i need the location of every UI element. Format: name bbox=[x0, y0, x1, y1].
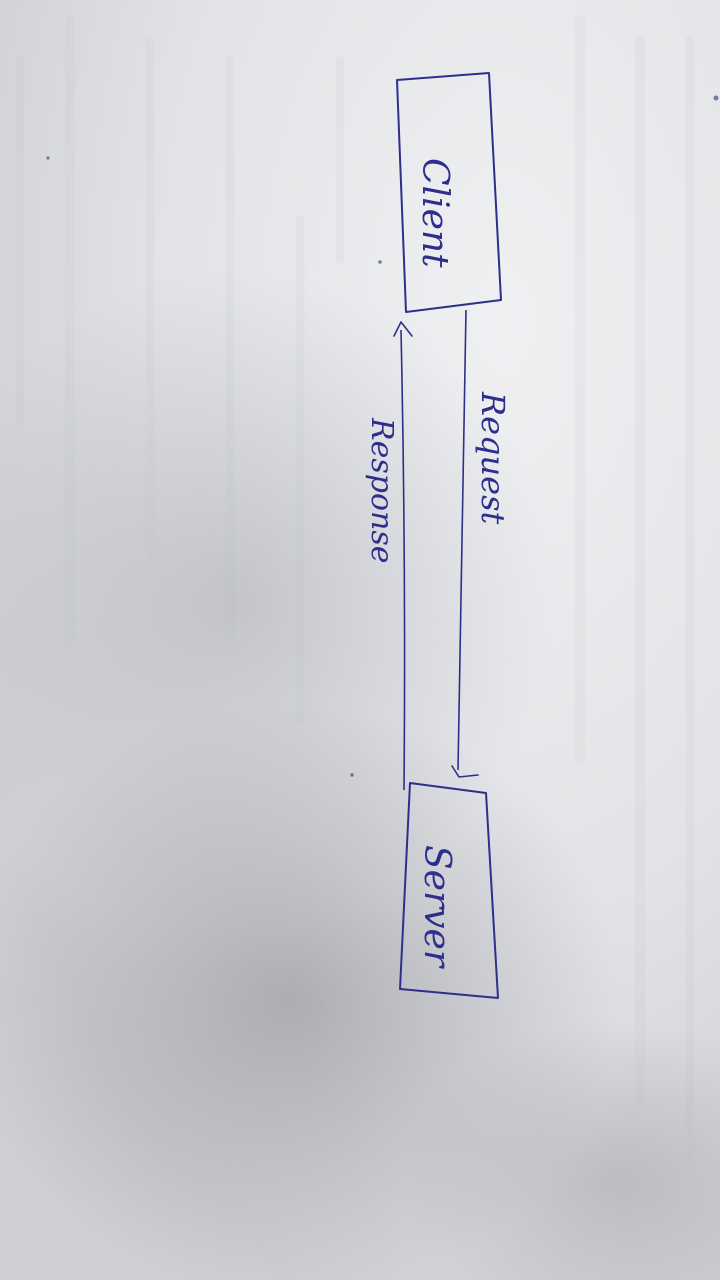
server-node: Server bbox=[399, 782, 499, 999]
response-edge: Response bbox=[364, 321, 413, 791]
response-arrow-line bbox=[400, 329, 406, 791]
request-edge: Request bbox=[451, 309, 512, 778]
request-arrowhead bbox=[451, 765, 479, 778]
client-box bbox=[396, 72, 502, 313]
bleed-through-lines bbox=[16, 15, 695, 1165]
request-label: Request bbox=[474, 391, 512, 524]
pen-dots bbox=[46, 95, 719, 777]
response-label: Response bbox=[364, 417, 399, 563]
server-label: Server bbox=[416, 845, 457, 969]
shadow-corner bbox=[400, 1020, 720, 1280]
response-arrowhead bbox=[393, 321, 413, 337]
client-label: Client bbox=[414, 158, 455, 268]
server-box bbox=[399, 782, 499, 999]
client-node: Client bbox=[396, 72, 502, 313]
request-arrow-line bbox=[457, 309, 467, 771]
